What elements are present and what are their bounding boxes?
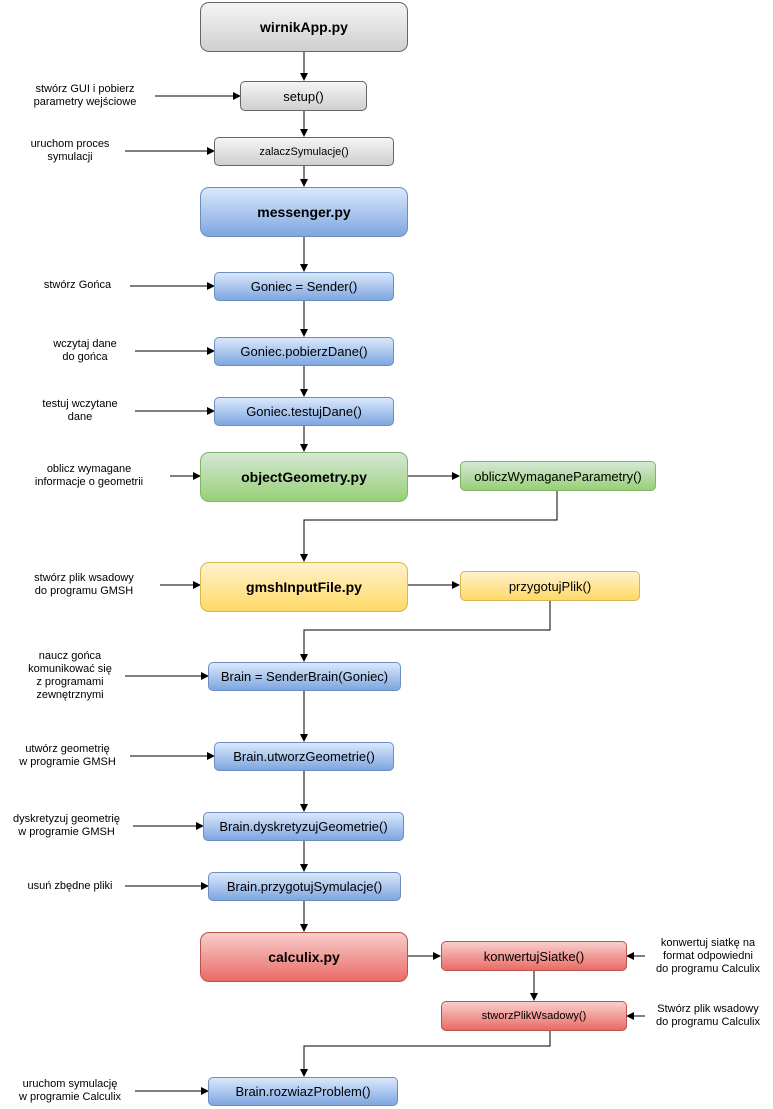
note-brain-dyskretyzuj: dyskretyzuj geometrię w programie GMSH — [13, 813, 120, 838]
note-brain-przygotuj: usuń zbędne pliki — [27, 880, 113, 892]
node-object-geometry: objectGeometry.py — [200, 452, 408, 502]
node-oblicz-wymagane-parametry: obliczWymaganeParametry() — [460, 461, 656, 491]
node-przygotuj-plik: przygotujPlik() — [460, 571, 640, 601]
note-setup: stwórz GUI i pobierz parametry wejściowe — [33, 83, 137, 108]
node-setup: setup() — [240, 81, 367, 111]
node-brain-utworz-geometrie: Brain.utworzGeometrie() — [214, 742, 394, 771]
note-zalacz: uruchom proces symulacji — [30, 138, 110, 163]
note-brain-utworz: utwórz geometrię w programie GMSH — [19, 743, 116, 768]
node-goniec-pobierz-dane: Goniec.pobierzDane() — [214, 337, 394, 366]
node-goniec-sender: Goniec = Sender() — [214, 272, 394, 301]
edge-przygotuj-brain-sender — [300, 601, 551, 662]
node-brain-rozwiaz-problem: Brain.rozwiazProblem() — [208, 1077, 398, 1106]
note-goniec-testuj: testuj wczytane dane — [42, 398, 118, 423]
edge-oblicz-gmsh — [300, 491, 558, 562]
node-zalacz-symulacje: zalaczSymulacje() — [214, 137, 394, 166]
note-stworz-plik: Stwórz plik wsadowy do programu Calculix — [656, 1003, 760, 1028]
note-goniec-sender: stwórz Gońca — [43, 279, 112, 291]
node-brain-przygotuj-symulacje: Brain.przygotujSymulacje() — [208, 872, 401, 901]
note-goniec-pobierz: wczytaj dane do gońca — [53, 338, 117, 363]
node-stworz-plik-wsadowy: stworzPlikWsadowy() — [441, 1001, 627, 1031]
node-brain-sender: Brain = SenderBrain(Goniec) — [208, 662, 401, 691]
node-messenger: messenger.py — [200, 187, 408, 237]
node-gmsh-input-file: gmshInputFile.py — [200, 562, 408, 612]
note-konwertuj: konwertuj siatkę na format odpowiedni do… — [656, 937, 760, 975]
note-brain-sender: naucz gońca komunikować się z programami… — [28, 650, 112, 701]
note-gmsh-input: stwórz plik wsadowy do programu GMSH — [34, 572, 134, 597]
node-konwertuj-siatke: konwertujSiatke() — [441, 941, 627, 971]
edge-stworz-rozwiaz — [300, 1031, 551, 1077]
node-calculix: calculix.py — [200, 932, 408, 982]
note-brain-rozwiaz: uruchom symulację w programie Calculix — [18, 1078, 122, 1103]
node-goniec-testuj-dane: Goniec.testujDane() — [214, 397, 394, 426]
node-brain-dyskretyzuj-geometrie: Brain.dyskretyzujGeometrie() — [203, 812, 404, 841]
node-wirnik-app: wirnikApp.py — [200, 2, 408, 52]
note-object-geometry: oblicz wymagane informacje o geometrii — [34, 463, 144, 488]
